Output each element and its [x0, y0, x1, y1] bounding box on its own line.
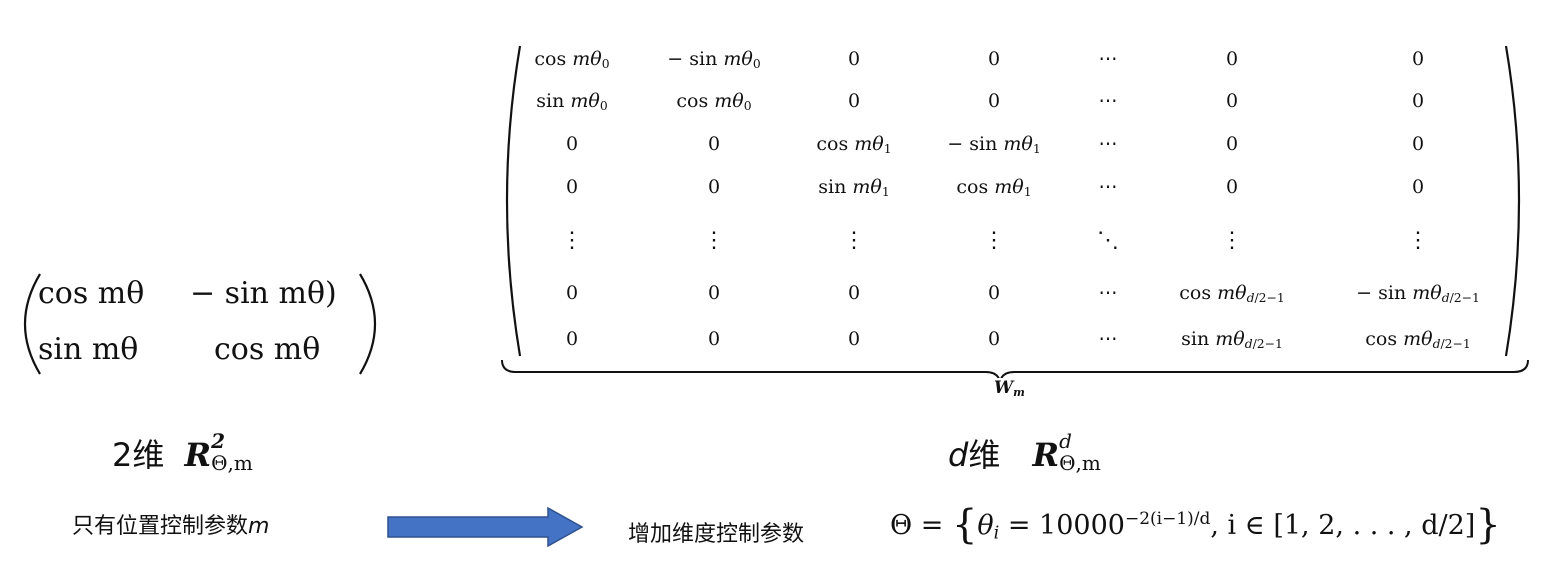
right-note: 增加维度控制参数 [628, 522, 805, 547]
matrix-d-cell: cos mθ1 [956, 176, 1032, 200]
matrix-d-parentheses [501, 45, 1529, 378]
matrix-2d-cell: cos mθ [38, 276, 145, 311]
matrix-d-cell: cos mθ0 [676, 90, 752, 114]
matrix-d-cell: 0 [1411, 176, 1425, 198]
matrix-d-cell: 0 [847, 48, 861, 70]
label-d-var: d [948, 436, 969, 474]
matrix-d-cell: 0 [847, 282, 861, 304]
matrix-d-cell: 0 [987, 90, 1001, 112]
matrix-d-cell: ⋯ [1098, 90, 1118, 112]
matrix-d-cell: 0 [1225, 90, 1239, 112]
matrix-2d-parentheses [24, 273, 376, 375]
label-d-symbol: R [1032, 436, 1060, 474]
underbrace [501, 359, 1529, 378]
label-2d-symbol: R [184, 436, 212, 474]
matrix-d-cell: ⋮ [1221, 228, 1243, 253]
matrix-d-cell: 0 [987, 328, 1001, 350]
matrix-d-cell: 0 [565, 133, 579, 155]
matrix-d-cell: 0 [1225, 176, 1239, 198]
matrix-d-cell: cos mθ1 [816, 133, 892, 157]
matrix-d-cell: 0 [707, 328, 721, 350]
matrix-d-cell: − sin mθd/2−1 [1356, 282, 1480, 306]
matrix-d-cell: cos mθ0 [534, 48, 610, 72]
underbrace-label: Wm [994, 378, 1025, 399]
matrix-d-cell: ⋮ [1407, 228, 1429, 253]
matrix-d-cell: 0 [1225, 48, 1239, 70]
matrix-2d-cell: cos mθ [214, 332, 321, 367]
matrix-d-cell: 0 [847, 328, 861, 350]
matrix-d-cell: ⋮ [983, 228, 1005, 253]
label-2d-prefix: 2维 [112, 436, 165, 474]
rotation-matrix-d: cos mθ0 − sin mθ0 0 0 ⋯ 0 0 sin mθ0 cos mθ0 0 0 ⋯ 0 0… [500, 38, 1532, 378]
matrix-d-cell: 0 [1225, 133, 1239, 155]
matrix-d-cell: sin mθd/2−1 [1181, 328, 1283, 352]
matrix-d-cell: ⋮ [561, 228, 583, 253]
matrix-d-cell: 0 [987, 48, 1001, 70]
matrix-d-cell: 0 [1411, 90, 1425, 112]
matrix-d-cell: sin mθ0 [536, 90, 608, 114]
matrix-d-cell: ⋯ [1098, 176, 1118, 198]
matrix-d-cell: 0 [565, 282, 579, 304]
matrix-d-cell: 0 [565, 328, 579, 350]
matrix-d-cell: ⋮ [703, 228, 725, 253]
matrix-d-cell: ⋯ [1098, 282, 1118, 304]
matrix-d-cell: ⋯ [1098, 133, 1118, 155]
matrix-d-cell: ⋱ [1097, 228, 1119, 253]
matrix-d-cell: 0 [707, 133, 721, 155]
matrix-d-cell: 0 [987, 282, 1001, 304]
theta-formula: Θ = {θi = 10000−2(i−1)/d, i ∈ [1, 2, . .… [890, 502, 1501, 548]
matrix-d-cell: cos mθd/2−1 [1365, 328, 1471, 352]
left-note: 只有位置控制参数m [72, 514, 270, 539]
matrix-d-cell: 0 [1411, 133, 1425, 155]
right-arrow-icon [387, 506, 584, 548]
matrix-2d-cell: − sin mθ) [190, 276, 337, 311]
matrix-d-cell: − sin mθ1 [947, 133, 1041, 157]
matrix-d-cell: − sin mθ0 [667, 48, 761, 72]
matrix-d-cell: 0 [707, 176, 721, 198]
matrix-d-cell: ⋯ [1098, 328, 1118, 350]
matrix-d-cell: sin mθ1 [818, 176, 890, 200]
matrix-d-cell: 0 [1411, 48, 1425, 70]
matrix-2d-cell: sin mθ [38, 332, 139, 367]
matrix-d-cell: 0 [847, 90, 861, 112]
matrix-d-cell: 0 [707, 282, 721, 304]
label-d-word: 维 [968, 436, 1001, 474]
matrix-d-cell: cos mθd/2−1 [1179, 282, 1285, 306]
rotation-matrix-2d: cos mθ − sin mθ) sin mθ cos mθ [14, 270, 384, 378]
matrix-d-cell: 0 [565, 176, 579, 198]
matrix-d-cell: ⋮ [843, 228, 865, 253]
matrix-d-cell: ⋯ [1098, 48, 1118, 70]
